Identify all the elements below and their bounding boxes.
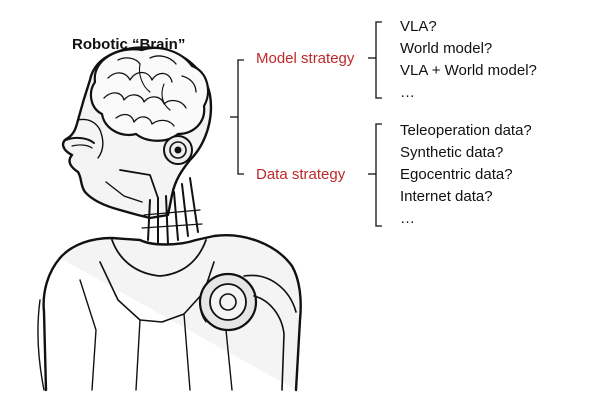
- data-option-internet: Internet data?: [400, 188, 493, 205]
- data-option-synthetic: Synthetic data?: [400, 144, 504, 161]
- data-strategy-options: Teleoperation data? Synthetic data? Egoc…: [400, 120, 532, 230]
- model-option-world-model: World model?: [400, 40, 493, 57]
- data-option-more: …: [400, 210, 415, 227]
- diagram-title: Robotic “Brain”: [72, 36, 186, 53]
- data-option-egocentric: Egocentric data?: [400, 166, 513, 183]
- model-strategy-label: Model strategy: [256, 50, 355, 67]
- data-option-teleoperation: Teleoperation data?: [400, 122, 532, 139]
- model-option-vla-world-model: VLA + World model?: [400, 62, 537, 79]
- data-strategy-label: Data strategy: [256, 166, 346, 183]
- model-strategy-options: VLA? World model? VLA + World model? …: [400, 16, 537, 104]
- model-option-vla: VLA?: [400, 18, 437, 35]
- model-option-more: …: [400, 84, 415, 101]
